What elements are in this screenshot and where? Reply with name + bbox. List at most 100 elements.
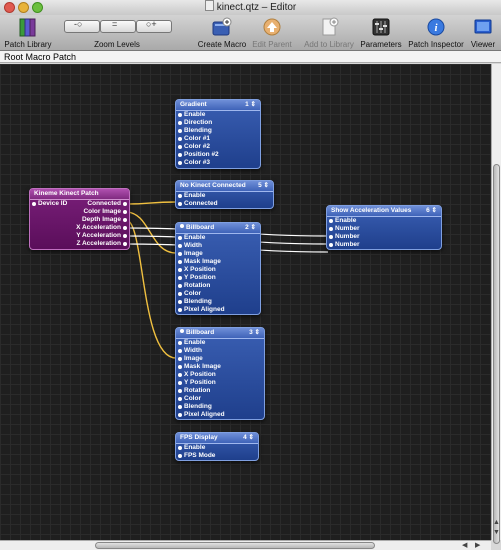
input-port[interactable]: X Position xyxy=(178,371,216,379)
input-port[interactable]: Blending xyxy=(178,298,212,306)
patch-index: 1 ⇕ xyxy=(245,101,256,108)
output-port[interactable]: Depth Image xyxy=(82,216,127,224)
create-macro-button[interactable]: Create Macro xyxy=(195,15,249,50)
input-port[interactable]: Number xyxy=(329,233,360,241)
input-port[interactable]: Width xyxy=(178,347,202,355)
input-port[interactable]: Rotation xyxy=(178,282,210,290)
input-port[interactable]: Rotation xyxy=(178,387,210,395)
close-window-button[interactable] xyxy=(4,2,15,13)
input-port[interactable]: FPS Mode xyxy=(178,452,215,460)
viewer-button[interactable]: Viewer xyxy=(467,15,499,50)
svg-text:i: i xyxy=(434,22,438,34)
kineme-kinect-patch[interactable]: Kineme Kinect Patch Device ID Connected … xyxy=(29,188,130,250)
document-icon xyxy=(204,0,214,11)
input-port[interactable]: Color xyxy=(178,290,201,298)
input-port[interactable]: Blending xyxy=(178,127,212,135)
input-port[interactable]: Color #1 xyxy=(178,135,210,143)
input-port[interactable]: Pixel Aligned xyxy=(178,411,225,419)
edit-parent-button[interactable]: Edit Parent xyxy=(250,15,294,50)
patch-index: 5 ⇕ xyxy=(258,182,269,189)
add-to-library-button[interactable]: Add to Library xyxy=(300,15,358,50)
up-arrow-icon xyxy=(263,18,281,36)
add-to-library-icon xyxy=(322,17,339,36)
output-port[interactable]: X Acceleration xyxy=(76,224,127,232)
input-port[interactable]: Width xyxy=(178,242,202,250)
input-port[interactable]: Enable xyxy=(178,234,205,242)
zoom-fit-icon: = xyxy=(112,19,118,29)
input-port[interactable]: Number xyxy=(329,241,360,249)
input-port[interactable]: Blending xyxy=(178,403,212,411)
patch-library-button[interactable]: Patch Library xyxy=(2,15,54,50)
patch-title: Gradient xyxy=(180,101,207,108)
patch-path-bar: Root Macro Patch xyxy=(0,51,501,63)
input-port[interactable]: Direction xyxy=(178,119,212,127)
wire-connected-to-enable xyxy=(125,201,177,205)
books-icon xyxy=(19,18,36,37)
root-macro-patch-label[interactable]: Root Macro Patch xyxy=(4,52,77,62)
scroll-left-arrow-icon[interactable]: ◀ xyxy=(462,542,468,549)
input-port[interactable]: Mask Image xyxy=(178,258,221,266)
horizontal-scroll-thumb[interactable] xyxy=(95,542,375,549)
input-port[interactable]: Mask Image xyxy=(178,363,221,371)
output-port[interactable]: Color Image xyxy=(83,208,127,216)
input-port[interactable]: Image xyxy=(178,355,203,363)
patch-index: 6 ⇕ xyxy=(426,207,437,214)
scroll-right-arrow-icon[interactable]: ▶ xyxy=(475,542,481,549)
title-bar: kinect.qtz – Editor xyxy=(0,0,501,15)
output-port[interactable]: Connected xyxy=(87,200,127,208)
info-icon: i xyxy=(427,18,445,36)
patch-editor-canvas[interactable]: Gradient 1 ⇕ Enable Direction Blending Co… xyxy=(0,64,491,540)
no-kinect-connected-patch[interactable]: No Kinect Connected 5 ⇕ Enable Connected xyxy=(175,180,274,209)
input-port[interactable]: Y Position xyxy=(178,274,216,282)
input-port[interactable]: Position #2 xyxy=(178,151,219,159)
input-port[interactable]: Color #3 xyxy=(178,159,210,167)
input-port[interactable]: Color #2 xyxy=(178,143,210,151)
create-macro-icon xyxy=(212,17,232,36)
input-port[interactable]: Device ID xyxy=(32,200,67,208)
minimize-window-button[interactable] xyxy=(18,2,29,13)
output-port[interactable]: Z Acceleration xyxy=(76,240,127,248)
zoom-fit-button[interactable]: = xyxy=(100,19,136,33)
input-port[interactable]: X Position xyxy=(178,266,216,274)
patch-index: 3 ⇕ xyxy=(249,329,260,336)
output-port[interactable]: Y Acceleration xyxy=(76,232,127,240)
input-port[interactable]: Color xyxy=(178,395,201,403)
viewer-icon xyxy=(474,19,492,34)
input-port[interactable]: Image xyxy=(178,250,203,258)
zoom-in-icon: ○+ xyxy=(146,19,157,29)
input-port[interactable]: Enable xyxy=(178,111,205,119)
patch-title: No Kinect Connected xyxy=(180,182,246,189)
sliders-icon xyxy=(372,18,390,36)
wire-color-image-to-billboard2-image xyxy=(125,211,177,254)
parameters-button[interactable]: Parameters xyxy=(358,15,404,50)
input-port[interactable]: Enable xyxy=(329,217,356,225)
input-port[interactable]: Pixel Aligned xyxy=(178,306,225,314)
patch-title: Billboard xyxy=(186,224,215,231)
vertical-scrollbar[interactable]: ▲ ▼ xyxy=(491,64,501,544)
input-port[interactable]: Enable xyxy=(178,444,205,452)
zoom-in-button[interactable]: ○+ xyxy=(136,19,172,33)
gradient-patch[interactable]: Gradient 1 ⇕ Enable Direction Blending Co… xyxy=(175,99,261,169)
patch-inspector-button[interactable]: i Patch Inspector xyxy=(405,15,467,50)
scroll-down-arrow-icon[interactable]: ▼ xyxy=(493,529,500,536)
vertical-scroll-thumb[interactable] xyxy=(493,164,500,544)
zoom-out-button[interactable]: -○ xyxy=(64,19,100,33)
horizontal-scrollbar[interactable]: ◀ ▶ xyxy=(0,540,491,550)
input-port[interactable]: Y Position xyxy=(178,379,216,387)
input-port[interactable]: Enable xyxy=(178,192,205,200)
input-port[interactable]: Number xyxy=(329,225,360,233)
input-port[interactable]: Enable xyxy=(178,339,205,347)
input-port[interactable]: Connected xyxy=(178,200,218,208)
zoom-window-button[interactable] xyxy=(32,2,43,13)
zoom-out-icon: -○ xyxy=(74,19,83,29)
scroll-up-arrow-icon[interactable]: ▲ xyxy=(493,519,500,526)
patch-title: FPS Display xyxy=(180,434,218,441)
zoom-levels-control: -○ = ○+ Zoom Levels xyxy=(62,15,172,50)
patch-title: Kineme Kinect Patch xyxy=(34,190,99,197)
window-title: kinect.qtz – Editor xyxy=(216,2,297,13)
